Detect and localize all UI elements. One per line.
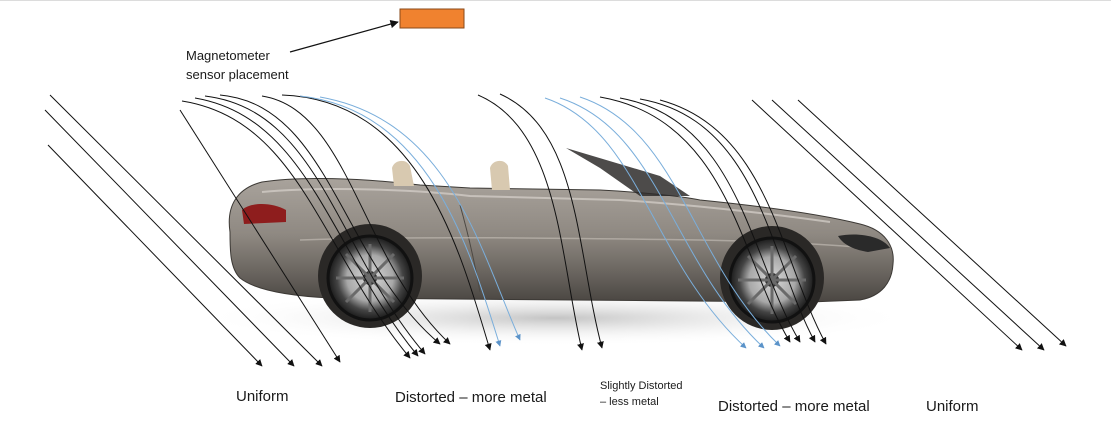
- field-line: [639, 98, 816, 343]
- field-line: [179, 109, 341, 363]
- zone-label-distorted-right: Distorted – more metal: [718, 398, 870, 415]
- field-line: [181, 100, 411, 359]
- field-line: [499, 93, 604, 349]
- field-line: [477, 94, 584, 351]
- sensor-label-line1: Magnetometer: [186, 48, 270, 63]
- sensor-pointer-arrow: [289, 19, 399, 53]
- field-line: [261, 95, 451, 345]
- field-line: [49, 94, 323, 367]
- field-line: [797, 99, 1067, 347]
- zone-label-slightly-distorted: Slightly Distorted – less metal: [600, 378, 683, 410]
- sensor-box: [399, 8, 465, 29]
- field-line: [579, 96, 781, 347]
- car-door-line: [459, 204, 481, 293]
- zone-label-distorted-left: Distorted – more metal: [395, 389, 547, 406]
- field-line: [599, 96, 791, 343]
- field-line: [771, 99, 1045, 351]
- field-line: [194, 97, 419, 357]
- field-line: [559, 97, 765, 349]
- field-line: [219, 94, 441, 345]
- zone-label-uniform-right: Uniform: [926, 398, 979, 415]
- car-seat-front: [490, 160, 510, 190]
- field-lines-distorted-left: [181, 94, 521, 359]
- zone-label-slight-line1: Slightly Distorted: [600, 380, 683, 392]
- car-seat-rear: [392, 160, 414, 186]
- car-headlight: [838, 234, 890, 252]
- field-line: [319, 96, 521, 341]
- field-line: [751, 99, 1023, 351]
- field-line: [544, 97, 747, 349]
- sensor-label-line2: sensor placement: [186, 67, 289, 82]
- field-lines-uniform-right: [751, 99, 1067, 351]
- zone-label-uniform-left: Uniform: [236, 388, 289, 405]
- sensor-label: Magnetometer sensor placement: [186, 46, 289, 84]
- zone-label-slight-line2: – less metal: [600, 396, 659, 408]
- field-line: [47, 144, 263, 367]
- field-lines-uniform-left: [44, 94, 341, 367]
- field-line: [299, 95, 502, 347]
- top-border: [0, 0, 1111, 1]
- field-line: [619, 97, 801, 343]
- field-lines-slight: [477, 93, 604, 351]
- field-line: [44, 109, 295, 367]
- car-illustration: [195, 148, 915, 346]
- field-line: [204, 95, 426, 355]
- field-lines-distorted-right: [544, 96, 827, 349]
- field-line: [281, 94, 492, 351]
- car-tail-light: [242, 204, 286, 224]
- field-line: [659, 99, 827, 345]
